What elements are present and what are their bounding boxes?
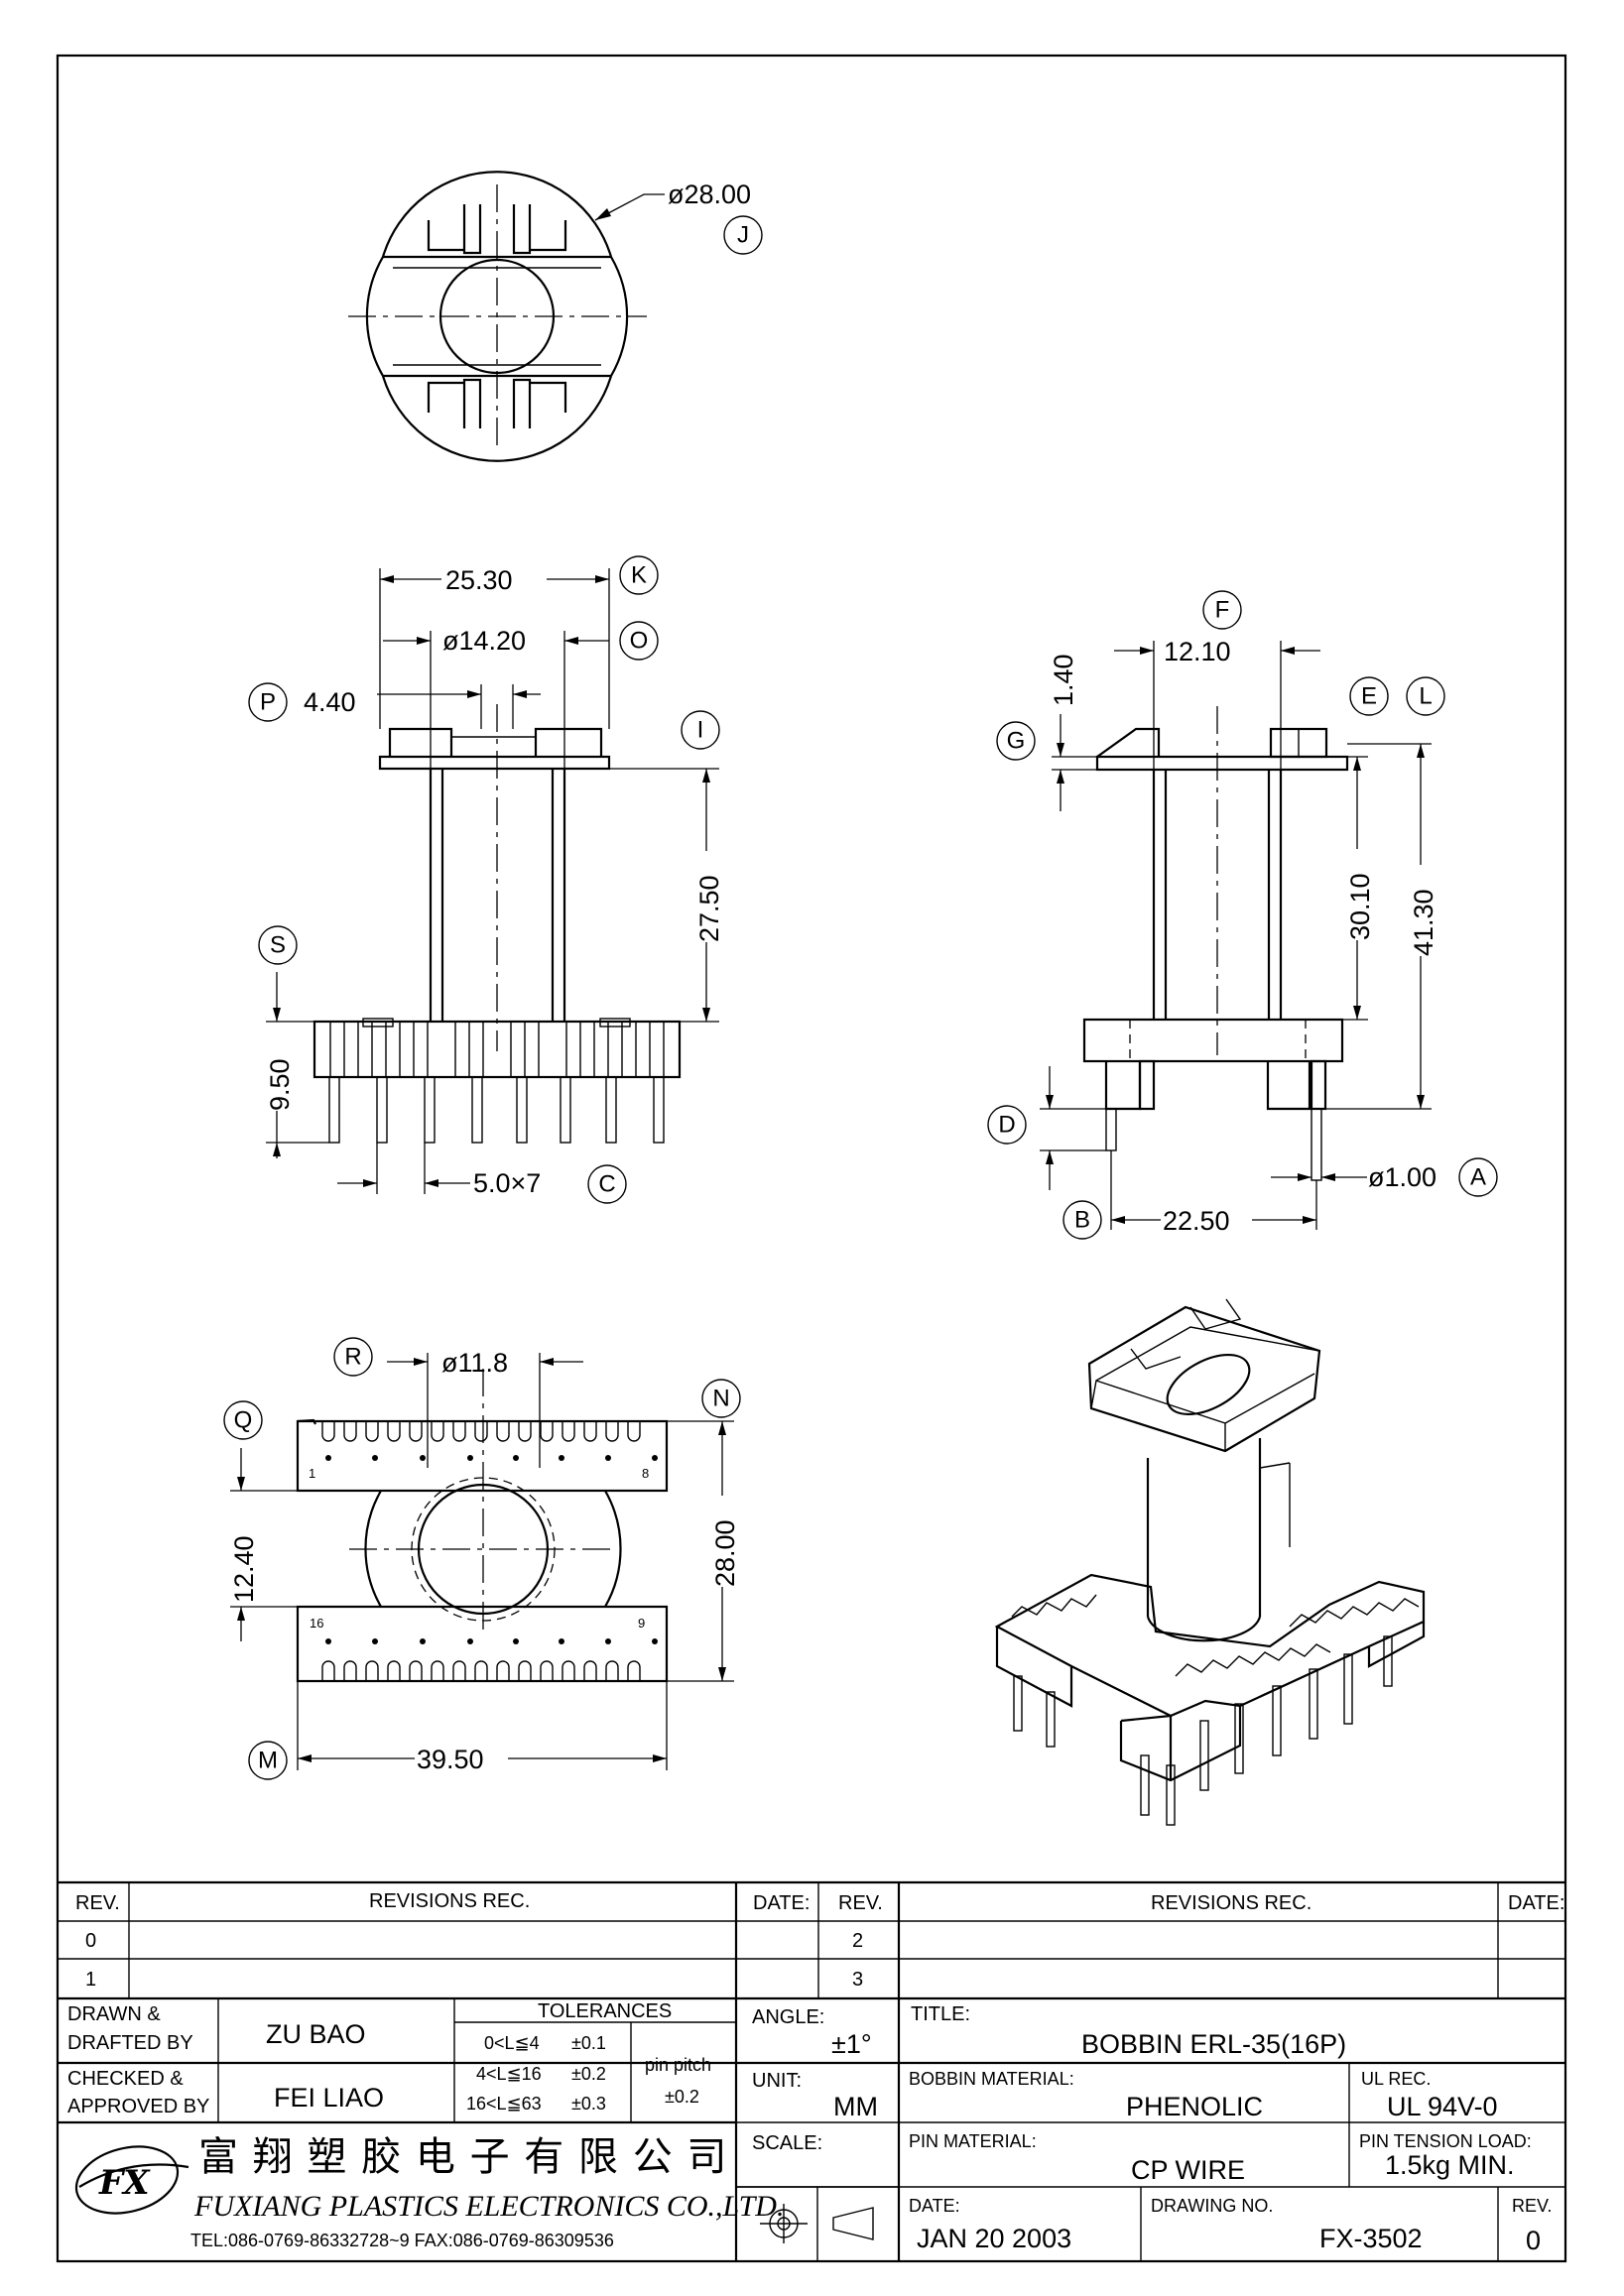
angle-label: ANGLE: [752,2006,824,2028]
pin-number-9: 9 [638,1616,645,1631]
logo-text: FX [98,2163,151,2203]
sheet-border [56,54,1567,2263]
pin-pitch-label: pin pitch [645,2055,711,2075]
title-block: REV. REVISIONS REC. DATE: REV. REVISIONS… [58,1880,1565,2261]
ul-rec-label: UL REC. [1361,2069,1431,2089]
side-view: 12.10 F 1.40 G 30.10 E 41.30 L [987,590,1498,1240]
scale-label: SCALE: [752,2132,822,2154]
dim-p-value: 4.40 [304,687,356,717]
date-header-left: DATE: [753,1892,810,1914]
tol-range-1: 0<L≦4 [484,2033,540,2053]
dim-o-label: O [630,628,649,655]
dim-r-value: ø11.8 [441,1348,508,1378]
dim-c-label: C [598,1171,615,1198]
dim-i-value: 27.50 [694,875,724,942]
rev-header-left: REV. [75,1892,120,1914]
pin-tension-value: 1.5kg MIN. [1385,2150,1515,2180]
dim-a-label: A [1470,1164,1486,1191]
rev-value: 0 [1526,2226,1541,2255]
pin-number-16: 16 [310,1616,323,1631]
company-name-en: FUXIANG PLASTICS ELECTRONICS CO.,LTD. [193,2190,784,2223]
dim-f-label: F [1215,597,1230,624]
dim-c-value: 5.0×7 [473,1168,541,1198]
dim-f-value: 12.10 [1164,637,1231,666]
tol-value-3: ±0.3 [571,2094,606,2114]
angle-value: ±1° [831,2029,872,2059]
front-view: 25.30 K ø14.20 O P 4.40 27.50 I [248,555,724,1204]
bottom-view: 1 8 16 9 ø11.8 R 12.40 Q 28.00 N [223,1337,741,1780]
rev-row-0: 0 [85,1930,96,1952]
revisions-rec-header-right: REVISIONS REC. [1151,1892,1312,1914]
drawn-label-2: DRAFTED BY [67,2032,193,2054]
dim-a-value: ø1.00 [1368,1162,1437,1192]
rev-header-right: REV. [838,1892,883,1914]
dim-l-value: 41.30 [1409,889,1438,956]
drawn-label-1: DRAWN & [67,2003,161,2025]
dim-j-label: J [737,222,749,249]
dim-m-label: M [258,1748,278,1774]
dim-j-value: ø28.00 [668,180,751,209]
pin-material-label: PIN MATERIAL: [909,2131,1037,2151]
dim-g-label: G [1007,728,1026,755]
dim-p-label: P [260,689,276,716]
rev-row-2: 2 [852,1930,863,1952]
tol-range-3: 16<L≦63 [466,2094,542,2114]
dim-i-label: I [697,717,704,744]
pin-pitch-tol: ±0.2 [665,2087,699,2107]
dim-q-value: 12.40 [229,1535,259,1603]
date-header-right: DATE: [1508,1892,1564,1914]
rev-row-1: 1 [85,1969,96,1991]
bobbin-material-value: PHENOLIC [1126,2092,1263,2121]
company-name-cn: 富 翔 塑 胶 电 子 有 限 公 司 [198,2134,727,2180]
dim-o-value: ø14.20 [442,626,526,656]
pin-material-value: CP WIRE [1131,2155,1245,2185]
dim-d-label: D [998,1112,1015,1139]
top-view: ø28.00 J [348,171,763,462]
checked-label-2: APPROVED BY [67,2096,209,2117]
dim-s-label: S [270,932,286,959]
isometric-view [994,1298,1426,1826]
dim-m-value: 39.50 [417,1745,484,1774]
drawn-by: ZU BAO [266,2019,366,2049]
checked-by: FEI LIAO [274,2083,384,2113]
dim-e-value: 30.10 [1345,873,1375,940]
rev-label: REV. [1512,2196,1552,2216]
ul-rec-value: UL 94V-0 [1387,2092,1498,2121]
dim-k-value: 25.30 [445,565,513,595]
company-contact: TEL:086-0769-86332728~9 FAX:086-0769-863… [190,2231,614,2250]
rev-row-3: 3 [852,1969,863,1991]
dim-n-label: N [712,1386,729,1412]
dim-k-label: K [631,562,647,589]
title-value: BOBBIN ERL-35(16P) [1081,2029,1346,2059]
bobbin-material-label: BOBBIN MATERIAL: [909,2069,1074,2089]
tol-value-2: ±0.2 [571,2064,606,2084]
dim-e-label: E [1361,683,1377,710]
drawing-no-label: DRAWING NO. [1151,2196,1273,2216]
drawing-no-value: FX-3502 [1319,2224,1423,2253]
unit-label: UNIT: [752,2070,802,2092]
dim-q-label: Q [234,1407,253,1434]
dim-g-value: 1.40 [1049,654,1078,706]
dim-s-value: 9.50 [265,1058,295,1111]
projection-symbol [760,2204,874,2243]
dim-b-label: B [1074,1207,1090,1234]
title-label: TITLE: [911,2003,970,2025]
pin-number-1: 1 [309,1466,315,1481]
dim-r-label: R [344,1344,361,1371]
dim-b-value: 22.50 [1163,1206,1230,1236]
unit-value: MM [833,2092,878,2121]
revisions-rec-header-left: REVISIONS REC. [369,1890,530,1912]
tol-range-2: 4<L≦16 [476,2064,542,2084]
tolerances-title: TOLERANCES [538,2000,672,2022]
tol-value-1: ±0.1 [571,2033,606,2053]
checked-label-1: CHECKED & [67,2068,184,2090]
pin-tension-label: PIN TENSION LOAD: [1359,2131,1532,2151]
date-value: JAN 20 2003 [917,2224,1071,2253]
company-logo: FX [74,2145,189,2215]
dim-n-value: 28.00 [710,1519,740,1587]
dim-l-label: L [1419,683,1432,710]
pin-number-8: 8 [642,1466,649,1481]
date-label: DATE: [909,2196,960,2216]
